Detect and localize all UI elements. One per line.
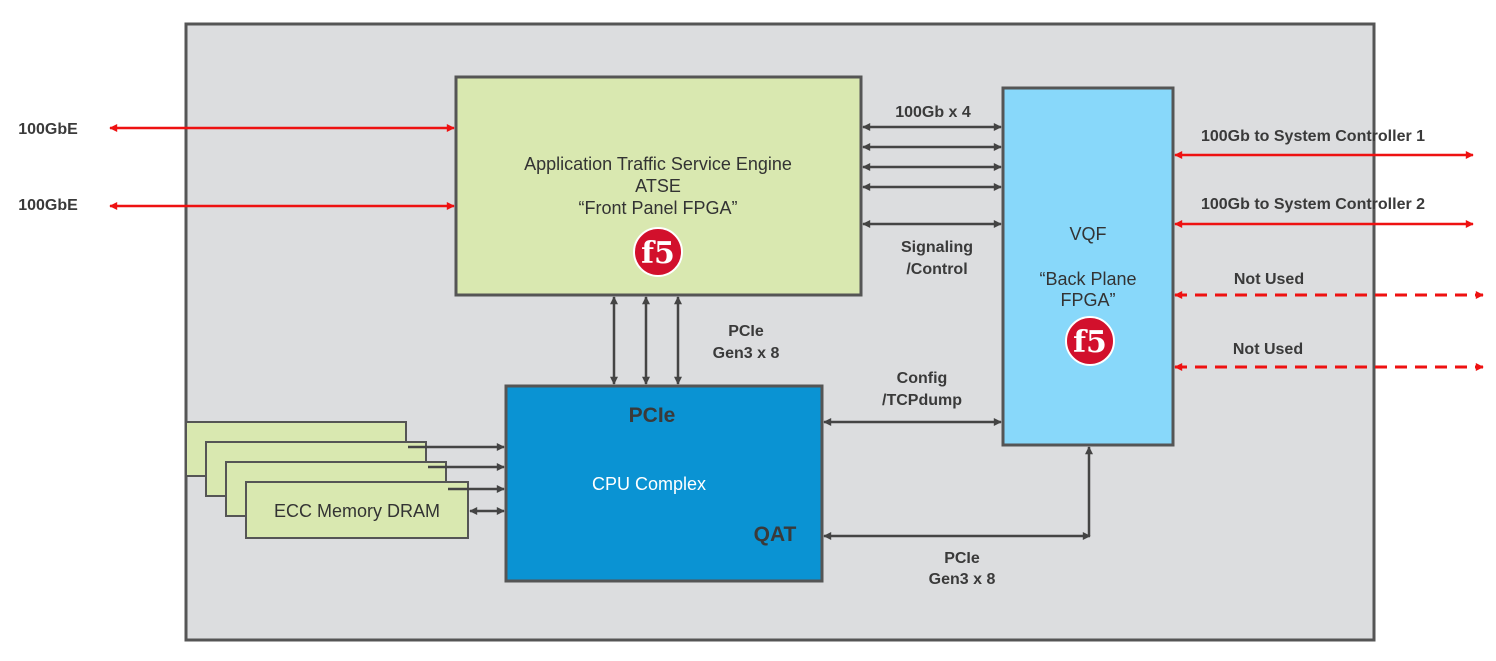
fpga-acronym: ATSE (635, 176, 681, 196)
cpu-box (504, 384, 824, 583)
f5-logo-text: f5 (1073, 325, 1107, 360)
vqf-subtitle-2: FPGA” (1060, 290, 1115, 310)
right-port-2-label: 100Gb to System Controller 2 (1201, 196, 1425, 213)
fpga-title: Application Traffic Service Engine (524, 154, 792, 174)
right-port-4-label: Not Used (1233, 341, 1303, 358)
cpu-vqf-pcie-label-2: Gen3 x 8 (929, 571, 996, 588)
fpga-subtitle: “Front Panel FPGA” (578, 198, 737, 218)
left-port-1-label: 100GbE (18, 121, 78, 138)
signaling-label-2: /Control (906, 261, 967, 278)
right-port-1-label: 100Gb to System Controller 1 (1201, 128, 1425, 145)
f5-logo-badge (633, 227, 683, 277)
cpu-vqf-pcie-label-1: PCIe (944, 550, 980, 567)
memory-stack: ECC Memory DRAM (185, 421, 469, 539)
f5-logo-text: f5 (641, 236, 675, 271)
config-label-2: /TCPdump (882, 392, 962, 409)
fpga-cpu-pcie-label-1: PCIe (728, 323, 764, 340)
memory-module-front (245, 481, 469, 539)
left-port-2-label: 100GbE (18, 197, 78, 214)
right-port-3-label: Not Used (1234, 271, 1304, 288)
memory-label: ECC Memory DRAM (274, 501, 440, 521)
front-panel-fpga: Application Traffic Service Engine ATSE … (454, 75, 863, 297)
f5-logo-icon: f5 (633, 227, 683, 277)
cpu-pcie-label: PCIe (629, 404, 676, 427)
vqf-subtitle-1: “Back Plane (1039, 269, 1136, 289)
cpu-name: CPU Complex (592, 474, 706, 494)
f5-logo-badge (1065, 316, 1115, 366)
vqf-box (1001, 86, 1175, 447)
config-label-1: Config (897, 370, 948, 387)
fpga-cpu-pcie-label-2: Gen3 x 8 (713, 345, 780, 362)
fpga-vqf-bandwidth-label: 100Gb x 4 (895, 104, 971, 121)
cpu-qat-label: QAT (754, 523, 797, 546)
vqf-title: VQF (1069, 224, 1106, 244)
vqf-back-plane-fpga: VQF “Back Plane FPGA” f5 (1001, 86, 1175, 447)
cpu-complex: PCIe CPU Complex QAT (504, 384, 824, 583)
signaling-label-1: Signaling (901, 239, 973, 256)
f5-logo-icon: f5 (1065, 316, 1115, 366)
